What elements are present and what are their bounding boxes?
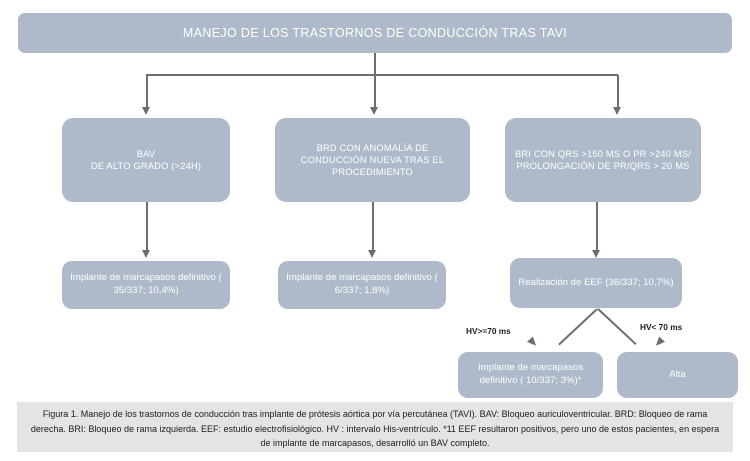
- connector-link-2: [372, 202, 374, 252]
- arrowhead-down-icon: [141, 250, 150, 258]
- connector-drop-2: [374, 75, 376, 109]
- connector-diagonal-right: [597, 308, 637, 346]
- terminal-box-pacemaker-eef: Implante de marcapasos definitivo ( 10/3…: [458, 352, 603, 398]
- arrowhead-down-icon: [591, 250, 600, 258]
- arrowhead-down-icon: [612, 107, 621, 115]
- connector-trunk: [374, 53, 376, 75]
- figure-caption: Figura 1. Manejo de los trastornos de co…: [17, 402, 733, 452]
- terminal-box-alta: Alta: [617, 352, 738, 398]
- outcome-box-pacemaker-brd: Implante de marcapasos definitivo ( 6/33…: [278, 261, 446, 309]
- connector-link-3: [596, 202, 598, 252]
- arrowhead-diagonal-right-icon: [653, 336, 665, 349]
- criteria-box-bri: BRI CON QRS >150 MS O PR >240 MS/ PROLON…: [505, 118, 701, 202]
- arrowhead-down-icon: [141, 107, 150, 115]
- diagram-title-box: MANEJO DE LOS TRASTORNOS DE CONDUCCIÓN T…: [18, 13, 732, 53]
- connector-drop-1: [146, 75, 148, 109]
- arrowhead-diagonal-left-icon: [527, 336, 539, 349]
- arrowhead-down-icon: [367, 250, 376, 258]
- outcome-box-pacemaker-bav: Implante de marcapasos definitivo ( 35/3…: [62, 261, 230, 309]
- criteria-box-brd: BRD CON ANOMALÍA DE CONDUCCIÓN NUEVA TRA…: [275, 118, 470, 202]
- outcome-box-eef: Realización de EEF (36/337; 10,7%): [510, 258, 682, 308]
- connector-bus: [146, 74, 618, 76]
- connector-drop-3: [617, 75, 619, 109]
- branch-label-hv-lt-70: HV< 70 ms: [640, 322, 683, 332]
- branch-label-hv-ge-70: HV>=70 ms: [466, 326, 511, 336]
- arrowhead-down-icon: [369, 107, 378, 115]
- connector-link-1: [146, 202, 148, 252]
- connector-diagonal-left: [558, 308, 598, 346]
- criteria-box-bav: BAV DE ALTO GRADO (>24H): [62, 118, 230, 202]
